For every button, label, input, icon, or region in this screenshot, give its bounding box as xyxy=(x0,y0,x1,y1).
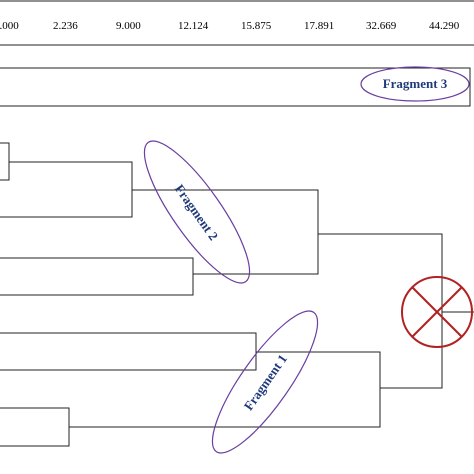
leaf-branch xyxy=(0,142,10,181)
root-marker-cross xyxy=(411,286,463,338)
fragment-1-label: Fragment 1 xyxy=(241,352,290,414)
fragment-2-annotation: Fragment 2 xyxy=(143,140,251,284)
scale-tick-label: 15.875 xyxy=(241,20,272,32)
internal-branch xyxy=(69,351,381,428)
internal-branch xyxy=(132,189,319,275)
fragment-2-ellipse xyxy=(143,140,251,284)
root-marker-circle xyxy=(401,276,473,348)
scale-tick-label: 12.124 xyxy=(178,20,209,32)
scale-tick-label: 2.236 xyxy=(53,20,78,32)
fragment-2-label: Fragment 2 xyxy=(172,182,221,244)
fragment-1-annotation: Fragment 1 xyxy=(211,310,319,454)
circle-cross-icon xyxy=(401,276,473,348)
leaf-branch xyxy=(0,407,70,447)
fragment-3-ellipse xyxy=(360,66,470,102)
scale-tick-label: 44.290 xyxy=(429,20,460,32)
scale-tick-label: 9.000 xyxy=(116,20,141,32)
lower-cluster xyxy=(0,332,381,447)
upper-cluster xyxy=(0,142,319,296)
distance-scale: 0.000 2.236 9.000 12.124 15.875 17.891 3… xyxy=(0,0,474,46)
leaf-branch xyxy=(0,332,257,371)
fragment-3-annotation: Fragment 3 xyxy=(360,66,470,102)
fragment-3-label: Fragment 3 xyxy=(383,76,448,91)
scale-tick-label: 32.669 xyxy=(366,20,397,32)
root-branch xyxy=(318,233,443,389)
root-joins xyxy=(318,233,474,389)
leaf-branch xyxy=(0,257,194,296)
scale-tick-label: 0.000 xyxy=(0,20,19,32)
fragment-3-branch xyxy=(0,67,471,107)
leaf-branch xyxy=(0,161,133,218)
scale-tick-label: 17.891 xyxy=(304,20,334,32)
fragment-1-ellipse xyxy=(211,310,319,454)
